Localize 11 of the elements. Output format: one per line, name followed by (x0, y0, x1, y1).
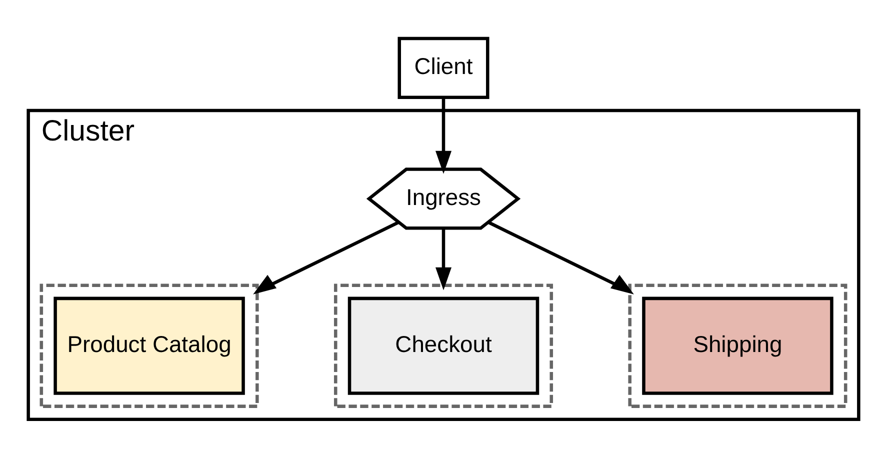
arrow (488, 220, 634, 294)
arrow (435, 97, 452, 174)
arrow (435, 228, 452, 290)
node-box: Checkout (348, 296, 540, 394)
arrow (253, 220, 399, 294)
node-box: Product Catalog (54, 296, 245, 394)
node-box: Shipping (642, 296, 834, 394)
node-box: Client (398, 36, 490, 99)
cluster (40, 283, 259, 408)
cluster (334, 283, 554, 408)
cluster (628, 283, 848, 408)
